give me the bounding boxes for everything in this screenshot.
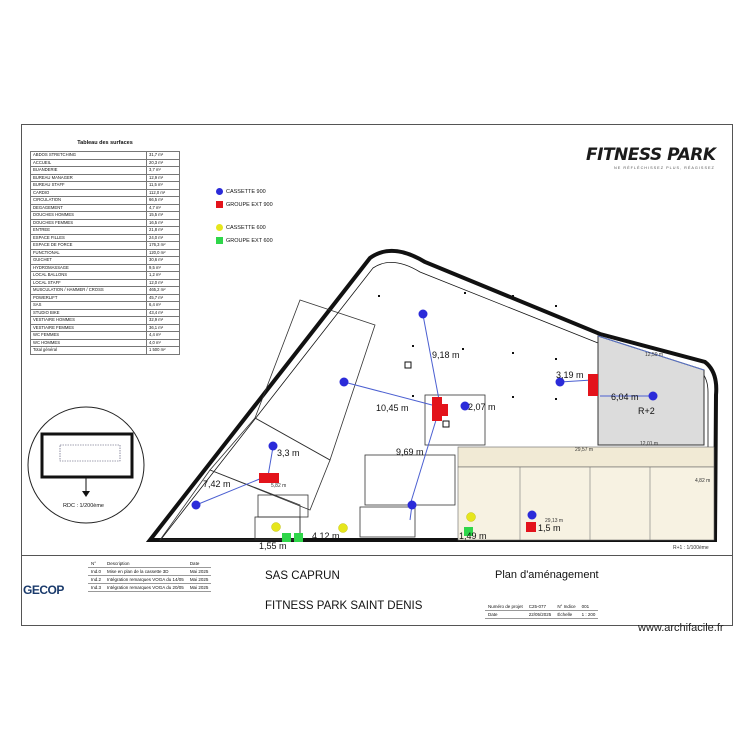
gecop-logo: GECOP xyxy=(23,583,64,597)
revision-row: Ind.3 Intégration remarques VOGA du 20/0… xyxy=(88,583,212,592)
refrigerant-lines xyxy=(195,314,652,521)
legend-label: CASSETTE 900 xyxy=(226,188,266,195)
meta-row: Date 22/05/2025 Échelle 1 : 200 xyxy=(485,610,599,619)
legend-label: GROUPE EXT 900 xyxy=(226,201,273,208)
project-name: FITNESS PARK SAINT DENIS xyxy=(265,600,423,612)
fitness-park-logo: FITNESS PARK xyxy=(586,145,716,165)
dim-label: 10,45 m xyxy=(376,403,409,413)
revision-header: Date xyxy=(186,560,212,568)
project-meta-table: Numéro de projet C25-077 N° Indice 001 D… xyxy=(485,603,599,619)
meta-row: Numéro de projet C25-077 N° Indice 001 xyxy=(485,603,599,611)
cassette-900-units xyxy=(191,309,658,520)
fitness-park-tagline: NE RÉFLÉCHISSEZ PLUS, RÉAGISSEZ xyxy=(614,166,715,170)
small-measure: 29,57 m xyxy=(575,447,593,453)
legend-groupe-ext-600: GROUPE EXT 600 xyxy=(216,237,273,244)
dim-label: 1,49 m xyxy=(459,531,487,541)
upper-right-room xyxy=(597,335,705,446)
dim-label: 2,07 m xyxy=(468,402,496,412)
dim-label: 1,55 m xyxy=(259,541,287,551)
legend-groupe-ext-900: GROUPE EXT 900 xyxy=(216,201,273,208)
revision-header: Description xyxy=(104,560,187,568)
dimension-labels: 9,18 m 10,45 m 2,07 m 3,19 m 6,04 m 3,3 … xyxy=(203,350,655,551)
hatched-zone xyxy=(457,446,715,541)
legend-label: GROUPE EXT 600 xyxy=(226,237,273,244)
revisions-table: N° Description Date Ind.0 Mise en plan d… xyxy=(88,560,212,592)
yellow-circle-icon xyxy=(216,224,223,231)
small-measures: 12,59 m 12,01 m 29,57 m 29,13 m 5,82 m 4… xyxy=(271,352,710,524)
room-tag: R+2 xyxy=(638,406,655,416)
groupe-ext-600-units xyxy=(282,527,473,542)
surface-area: 1 500 m² xyxy=(145,346,181,355)
dim-label: 6,04 m xyxy=(611,392,639,402)
dim-label: 4,12 m xyxy=(312,531,340,541)
surfaces-table-title: Tableau des surfaces xyxy=(77,140,133,146)
scale-note: R+1 : 1/100ème xyxy=(673,545,709,551)
small-measure: 5,82 m xyxy=(271,483,286,489)
dim-label: 7,42 m xyxy=(203,479,231,489)
green-square-icon xyxy=(216,237,223,244)
dim-label: 9,69 m xyxy=(396,447,424,457)
company-name: SAS CAPRUN xyxy=(265,570,340,582)
structural-points xyxy=(378,292,557,400)
legend-label: CASSETTE 600 xyxy=(226,224,266,231)
legend-cassette-900: CASSETTE 900 xyxy=(216,188,266,195)
groupe-ext-900-units xyxy=(259,374,598,532)
dim-label: 3,3 m xyxy=(277,448,300,458)
legend-cassette-600: CASSETTE 600 xyxy=(216,224,266,231)
column-marker xyxy=(404,361,412,369)
title-block xyxy=(21,555,733,627)
dim-label: 3,19 m xyxy=(556,370,584,380)
inset-caption: RDC : 1/200ème xyxy=(63,503,104,509)
small-measure: 12,59 m xyxy=(645,352,663,358)
revision-row: Ind.0 Mise en plan de la cassette 3D Mai… xyxy=(88,567,212,576)
watermark-link[interactable]: www.archifacile.fr xyxy=(638,622,724,634)
blue-circle-icon xyxy=(216,188,223,195)
dim-label: 1,5 m xyxy=(538,523,561,533)
column-marker xyxy=(442,420,450,428)
small-measure: 4,82 m xyxy=(695,478,710,484)
small-measure: 29,13 m xyxy=(545,518,563,524)
dim-label: 9,18 m xyxy=(432,350,460,360)
cassette-600-units xyxy=(271,512,476,533)
red-square-icon xyxy=(216,201,223,208)
gecop-logo-text: GECOP xyxy=(23,583,64,597)
revision-header: N° xyxy=(88,560,105,568)
document-title: Plan d'aménagement xyxy=(495,569,599,581)
inset-site-plan xyxy=(27,406,145,524)
revision-row: Ind.2 Intégration remarques VOGA du 14/0… xyxy=(88,575,212,584)
small-measure: 12,01 m xyxy=(640,441,658,447)
